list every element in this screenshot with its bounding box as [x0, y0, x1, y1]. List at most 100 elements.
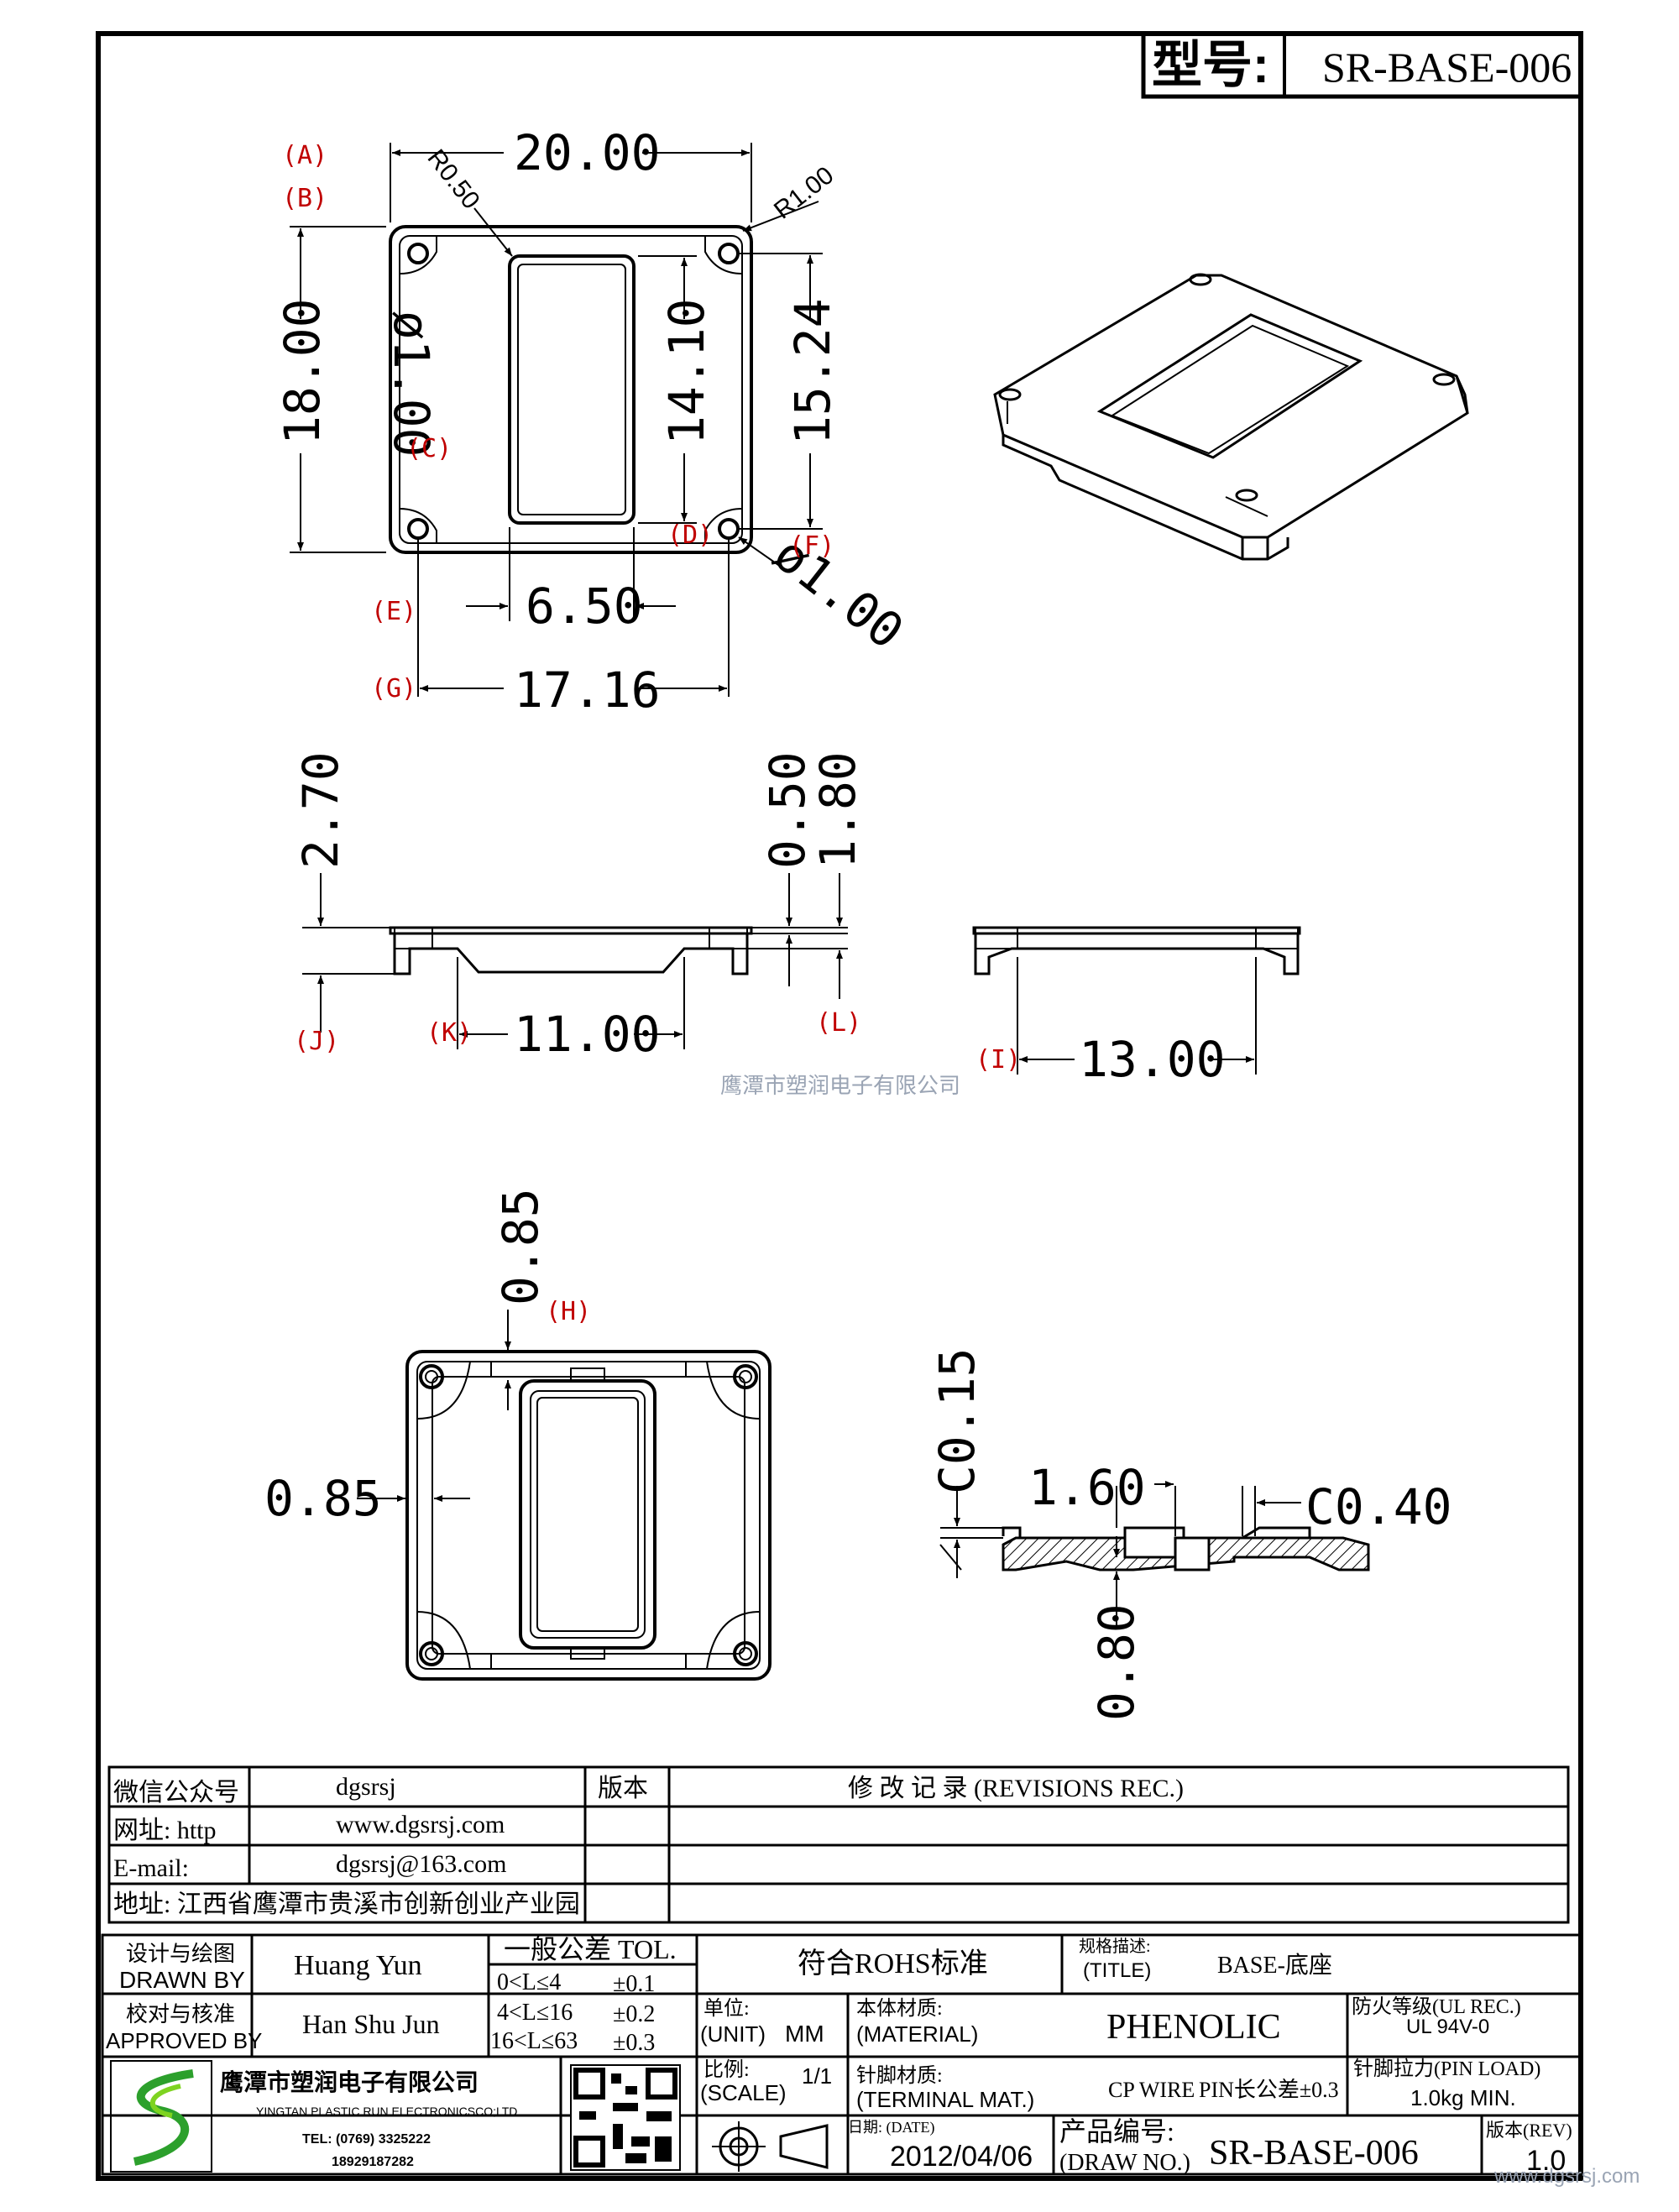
- pin-load-value: 1.0kg MIN.: [1410, 2085, 1516, 2110]
- front-view-dimensions: [302, 873, 848, 1049]
- approved-en: APPROVED BY: [106, 2028, 262, 2053]
- watermark-corner: www.dgsrsj.com: [1493, 2165, 1640, 2188]
- rev-value: 1.0: [1526, 2145, 1566, 2177]
- label-c: (C): [406, 434, 452, 463]
- label-k: (K): [426, 1018, 472, 1048]
- draw-no-en: (DRAW NO.): [1059, 2150, 1190, 2176]
- dim-hole-d100-a: ø1.00: [383, 311, 440, 458]
- ul-label: 防火等级(UL REC.): [1352, 1995, 1521, 2018]
- dim-base-w-1100: 11.00: [514, 1006, 661, 1063]
- drawing-border: [96, 31, 1583, 2181]
- web-value: www.dgsrsj.com: [336, 1811, 505, 1838]
- tol-header: 一般公差 TOL.: [504, 1934, 677, 1964]
- info-cells: 设计与绘图 DRAWN BY Huang Yun 校对与核准 APPROVED …: [106, 1934, 1572, 2177]
- isometric-view: [993, 273, 1469, 561]
- dim-wall-085-left: 0.85: [264, 1470, 382, 1527]
- dim-width-20: 20.00: [514, 124, 661, 181]
- label-i: (I): [975, 1045, 1021, 1075]
- title-value: BASE-底座: [1217, 1952, 1332, 1979]
- model-value: SR-BASE-006: [1322, 44, 1572, 91]
- drawn-by-en: DRAWN BY: [119, 1967, 245, 1993]
- draw-no-value: SR-BASE-006: [1209, 2134, 1419, 2173]
- material-label: 本体材质:: [856, 1997, 943, 2020]
- unit-value: MM: [785, 2021, 824, 2047]
- company-cn: 鹰潭市塑润电子有限公司: [220, 2068, 479, 2096]
- terminal-en: (TERMINAL MAT.): [856, 2087, 1034, 2112]
- tol-2: 4<L≤16: [497, 2000, 573, 2026]
- tol-2-value: ±0.2: [613, 2001, 655, 2027]
- label-h: (H): [546, 1297, 591, 1326]
- web-label: 网址: http: [113, 1817, 217, 1844]
- company-logo: [110, 2060, 212, 2173]
- front-view: [389, 926, 753, 975]
- dim-height-270: 2.70: [292, 751, 349, 869]
- label-f: (F): [789, 531, 834, 561]
- dim-chamfer-015: C0.15: [928, 1347, 986, 1494]
- email-label: E-mail:: [113, 1854, 189, 1882]
- draw-no-label: 产品编号:: [1059, 2116, 1174, 2147]
- version-header: 版本: [598, 1775, 648, 1802]
- address: 地址: 江西省鹰潭市贵溪市创新创业产业园: [113, 1890, 580, 1918]
- tol-1: 0<L≤4: [497, 1969, 561, 1995]
- info-table: [101, 1933, 1582, 2176]
- drawn-by-name: Huang Yun: [294, 1950, 422, 1981]
- tol-1-value: ±0.1: [613, 1971, 655, 1997]
- qr-code: [570, 2064, 681, 2171]
- pin-load-label: 针脚拉力(PIN LOAD): [1353, 2058, 1540, 2080]
- model-number-box: 型号: SR-BASE-006: [1141, 31, 1583, 99]
- title-label: (TITLE): [1083, 1959, 1151, 1982]
- dim-thick-050: 0.50: [759, 751, 816, 869]
- ul-value: UL 94V-0: [1406, 2016, 1489, 2038]
- dim-pitch-h: 15.24: [784, 298, 841, 445]
- wechat-value: dgsrsj: [336, 1773, 396, 1801]
- top-view: [389, 225, 753, 554]
- scale-en: (SCALE): [700, 2080, 787, 2105]
- scale-value: 1/1: [802, 2063, 832, 2089]
- side-view: [972, 926, 1301, 975]
- bottom-view: [405, 1350, 772, 1681]
- material-value: PHENOLIC: [1106, 2008, 1281, 2047]
- label-a: (A): [282, 141, 327, 170]
- dim-height-18: 18.00: [274, 298, 331, 445]
- rohs-compliance: 符合ROHS标准: [798, 1948, 988, 1979]
- dim-base-w-1300: 13.00: [1079, 1031, 1226, 1088]
- terminal-value: CP WIRE: [1108, 2078, 1195, 2102]
- dim-thick-180: 1.80: [809, 751, 866, 869]
- section-view: [1002, 1526, 1370, 1571]
- company-en: YINGTAN PLASTIC RUN ELECTRONICSCO;LTD: [256, 2105, 517, 2118]
- dim-chamfer-040: C0.40: [1305, 1478, 1452, 1535]
- label-j: (J): [294, 1027, 339, 1056]
- drawn-by-cn: 设计与绘图: [126, 1942, 235, 1966]
- date-label: 日期: (DATE): [848, 2119, 934, 2136]
- section-view-dimensions: [939, 1481, 1301, 1629]
- dim-window-h: 14.10: [658, 298, 715, 445]
- tol-3-value: ±0.3: [613, 2030, 655, 2056]
- bottom-view-dimensions: [357, 1310, 511, 1502]
- dim-thick-080: 0.80: [1088, 1603, 1145, 1721]
- terminal-label: 针脚材质:: [856, 2064, 943, 2087]
- approved-name: Han Shu Jun: [302, 2009, 440, 2039]
- label-g: (G): [371, 674, 416, 703]
- email-value: dgsrsj@163.com: [336, 1850, 506, 1878]
- revision-table: [107, 1765, 1570, 1924]
- company-mobile: 18929187282: [332, 2155, 414, 2169]
- model-label: 型号:: [1152, 37, 1269, 93]
- pin-tolerance: PIN长公差±0.3: [1199, 2078, 1339, 2102]
- top-view-dimensions: [290, 143, 823, 697]
- tol-3: 16<L≤63: [490, 2028, 578, 2054]
- company-tel: TEL: (0769) 3325222: [302, 2132, 431, 2147]
- approved-cn: 校对与核准: [126, 2002, 235, 2026]
- contact-info: 微信公众号 dgsrsj 网址: http www.dgsrsj.com E-m…: [113, 1773, 1184, 1918]
- spec-label: 规格描述:: [1079, 1937, 1151, 1956]
- dim-corner-r050: R0.50: [421, 144, 484, 214]
- dim-window-w: 6.50: [526, 578, 643, 635]
- material-en: (MATERIAL): [856, 2021, 978, 2047]
- label-l: (L): [816, 1008, 861, 1038]
- dim-corner-r100: R1.00: [769, 161, 839, 224]
- rev-label: 版本(REV): [1486, 2120, 1572, 2141]
- dim-hole-d100-b: ø1.00: [763, 525, 913, 660]
- date-value: 2012/04/06: [890, 2141, 1033, 2173]
- dim-pitch-w: 17.16: [514, 662, 661, 719]
- revision-record-header: 修 改 记 录 (REVISIONS REC.): [848, 1775, 1184, 1802]
